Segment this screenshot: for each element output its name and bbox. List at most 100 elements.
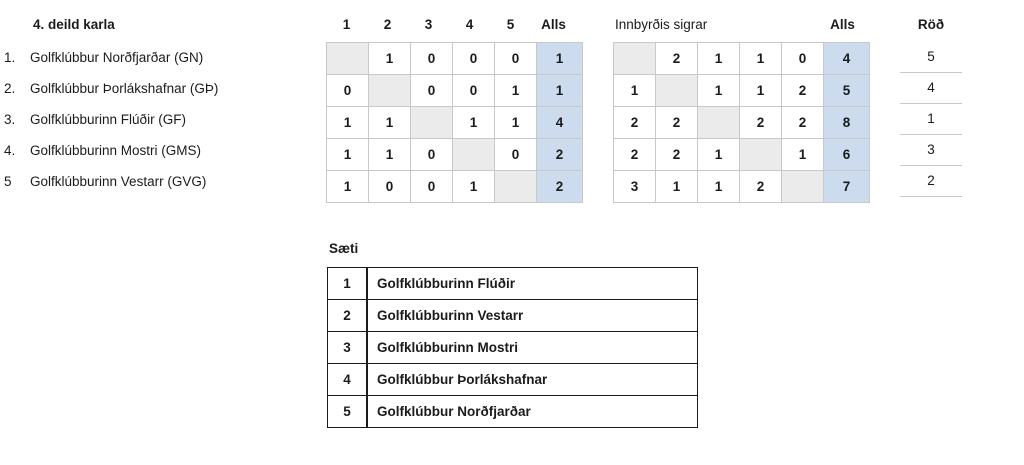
- matrix-cell: [452, 138, 495, 171]
- order-column-block: Röð 5 4 1 3 2: [896, 16, 966, 197]
- matrix-cell: 0: [410, 138, 453, 171]
- matrix-cell: 1: [368, 106, 411, 139]
- matrix-total-cell: 5: [823, 74, 870, 107]
- matrix-cell: 0: [781, 42, 824, 75]
- table-row: 2 Golfklúbburinn Vestarr: [327, 299, 698, 332]
- column-header-4: 4: [465, 17, 474, 32]
- matrix-cell: 1: [326, 170, 369, 203]
- standings-position: 5: [327, 395, 368, 428]
- matrix-cell: 0: [452, 42, 495, 75]
- team-rank: 3.: [4, 112, 16, 127]
- matrix-cell: 1: [781, 138, 824, 171]
- order-value: 1: [900, 104, 962, 135]
- team-rank: 1.: [4, 50, 16, 65]
- order-value: 5: [900, 42, 962, 73]
- matrix-cell: 2: [739, 170, 782, 203]
- matrix-cell: 0: [368, 170, 411, 203]
- team-name: Golfklúbburinn Vestarr (GVG): [30, 174, 207, 189]
- matrix-total-cell: 7: [823, 170, 870, 203]
- results-matrix-table: 1 0 0 0 1 0 0 0 1 1 1 1 1 1 4: [326, 42, 583, 203]
- headtohead-matrix-table: 2 1 1 0 4 1 1 1 2 5 2 2 2 2 8: [613, 42, 870, 203]
- matrix-cell: 0: [410, 74, 453, 107]
- results-matrix-header-row: 1 2 3 4 5 Alls: [326, 16, 583, 42]
- matrix-total-cell: 4: [823, 42, 870, 75]
- column-header-3: 3: [424, 17, 433, 32]
- standings-club: Golfklúbburinn Flúðir: [366, 267, 698, 300]
- standings-club: Golfklúbburinn Mostri: [366, 331, 698, 364]
- matrix-cell: 0: [494, 42, 537, 75]
- results-matrix-block: 1 2 3 4 5 Alls 1 0 0 0 1 0 0 0 1 1: [326, 16, 583, 203]
- matrix-total-cell: 4: [536, 106, 583, 139]
- order-value: 2: [900, 166, 962, 197]
- matrix-cell: 0: [494, 138, 537, 171]
- matrix-cell: 0: [410, 170, 453, 203]
- table-row: 5 Golfklúbbur Norðfjarðar: [327, 395, 698, 428]
- order-column-header: Röð: [917, 17, 945, 32]
- matrix-cell: 2: [655, 106, 698, 139]
- table-row: 1 1 1 2 5: [613, 74, 870, 107]
- matrix-cell: 3: [613, 170, 656, 203]
- matrix-cell: [368, 74, 411, 107]
- matrix-cell: 1: [739, 74, 782, 107]
- matrix-cell: 1: [697, 42, 740, 75]
- list-item: 3. Golfklúbburinn Flúðir (GF): [0, 104, 320, 135]
- matrix-total-cell: 6: [823, 138, 870, 171]
- matrix-total-cell: 2: [536, 170, 583, 203]
- team-rank: 4.: [4, 143, 16, 158]
- standings-position: 3: [327, 331, 368, 364]
- matrix-total-cell: 2: [536, 138, 583, 171]
- column-header-5: 5: [506, 17, 515, 32]
- team-name: Golfklúbburinn Flúðir (GF): [30, 112, 187, 127]
- matrix-cell: 2: [613, 106, 656, 139]
- matrix-cell: 1: [452, 170, 495, 203]
- standings-title: Sæti: [329, 241, 359, 256]
- matrix-cell: 2: [655, 42, 698, 75]
- table-row: 1 0 0 0 1: [326, 42, 583, 75]
- matrix-cell: 1: [368, 42, 411, 75]
- column-header-1: 1: [342, 17, 351, 32]
- team-name: Golfklúbbur Norðfjarðar (GN): [30, 50, 204, 65]
- table-row: 4 Golfklúbbur Þorlákshafnar: [327, 363, 698, 396]
- team-list: 4. deild karla 1.Golfklúbbur Norðfjarðar…: [0, 16, 320, 197]
- matrix-cell: [781, 170, 824, 203]
- list-item: 4. Golfklúbburinn Mostri (GMS): [0, 135, 320, 166]
- standings-position: 2: [327, 299, 368, 332]
- matrix-total-cell: 1: [536, 42, 583, 75]
- matrix-cell: 1: [494, 106, 537, 139]
- matrix-total-cell: 8: [823, 106, 870, 139]
- order-value: 4: [900, 73, 962, 104]
- matrix-cell: 0: [410, 42, 453, 75]
- column-header-2: 2: [383, 17, 392, 32]
- headtohead-matrix-header-row: Innbyrðis sigrar Alls: [613, 16, 870, 42]
- column-header-total: Alls: [541, 17, 566, 32]
- team-rank: 5: [4, 174, 12, 189]
- matrix-cell: [494, 170, 537, 203]
- table-row: 3 1 1 2 7: [613, 170, 870, 203]
- table-row: 1 Golfklúbburinn Flúðir: [327, 267, 698, 300]
- headtohead-matrix-block: Innbyrðis sigrar Alls 2 1 1 0 4 1 1 1 2 …: [613, 16, 870, 203]
- table-row: 2 1 1 0 4: [613, 42, 870, 75]
- list-item: 5 Golfklúbburinn Vestarr (GVG): [0, 166, 320, 197]
- table-row: 0 0 0 1 1: [326, 74, 583, 107]
- matrix-cell: [326, 42, 369, 75]
- matrix-cell: 1: [452, 106, 495, 139]
- standings-block: Sæti 1 Golfklúbburinn Flúðir 2 Golfklúbb…: [327, 241, 698, 428]
- matrix-cell: 2: [613, 138, 656, 171]
- table-row: 2 2 2 2 8: [613, 106, 870, 139]
- matrix-cell: 0: [452, 74, 495, 107]
- table-row: 1 0 0 1 2: [326, 170, 583, 203]
- list-item: 2.Golfklúbbur Þorlákshafnar (GÞ): [0, 73, 320, 104]
- column-header-total: Alls: [830, 17, 855, 32]
- matrix-cell: 0: [326, 74, 369, 107]
- team-name: Golfklúbburinn Mostri (GMS): [30, 143, 202, 158]
- matrix-cell: 1: [739, 42, 782, 75]
- matrix-total-cell: 1: [536, 74, 583, 107]
- table-row: 2 2 1 1 6: [613, 138, 870, 171]
- standings-club: Golfklúbburinn Vestarr: [366, 299, 698, 332]
- standings-position: 4: [327, 363, 368, 396]
- order-value: 3: [900, 135, 962, 166]
- matrix-cell: 1: [697, 74, 740, 107]
- table-row: 1 1 0 0 2: [326, 138, 583, 171]
- table-row: 3 Golfklúbburinn Mostri: [327, 331, 698, 364]
- matrix-cell: 2: [781, 106, 824, 139]
